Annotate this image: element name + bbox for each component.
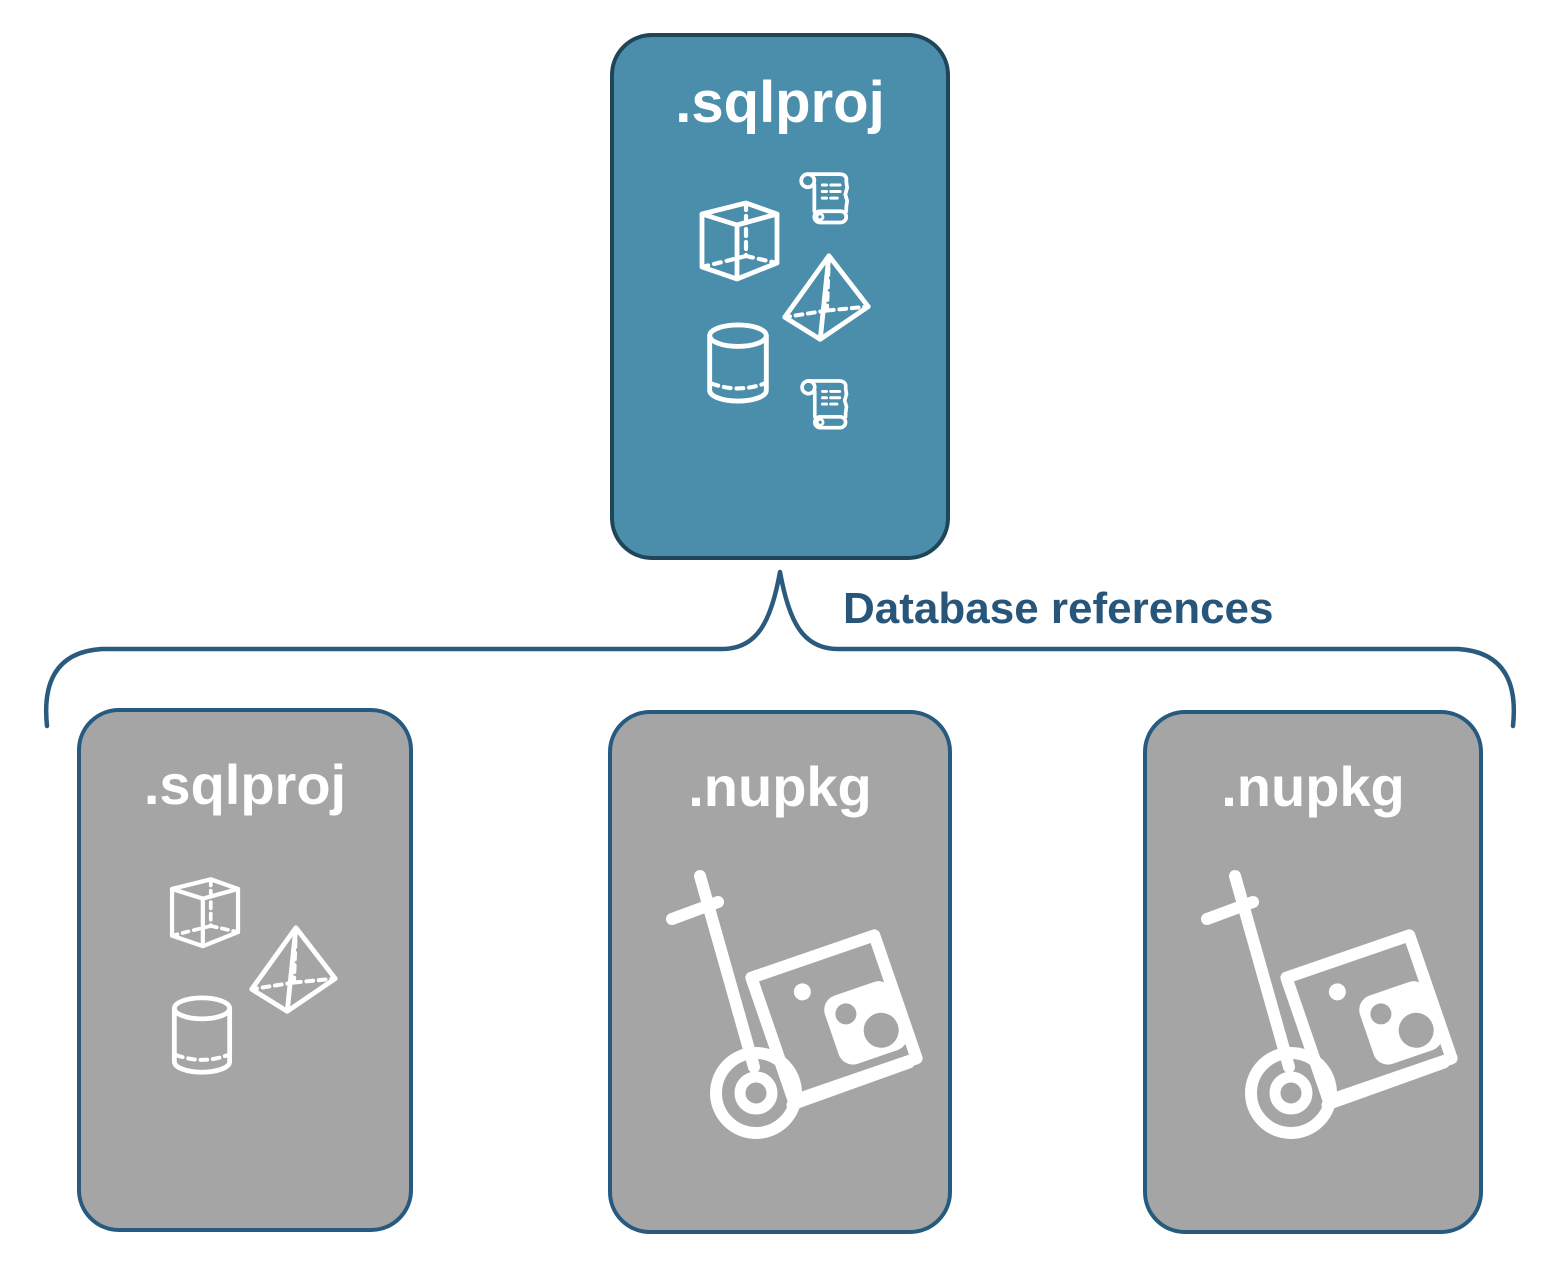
cube-icon	[165, 874, 253, 962]
child-nupkg-card: .nupkg	[1143, 710, 1483, 1234]
sql-script-scroll-icon	[797, 169, 857, 229]
nuget-package-handtruck-icon	[662, 862, 932, 1157]
pyramid-icon	[772, 250, 880, 346]
root-sqlproj-card: .sqlproj	[610, 33, 950, 560]
database-cylinder-icon	[169, 995, 235, 1077]
sql-script-scroll-icon	[798, 376, 856, 434]
child-nupkg-card: .nupkg	[608, 710, 952, 1234]
database-references-brace	[43, 569, 1517, 729]
nuget-package-handtruck-icon	[1197, 862, 1467, 1157]
pyramid-icon	[239, 922, 347, 1018]
cube-icon	[694, 197, 794, 297]
child-card-title: .nupkg	[1221, 755, 1405, 818]
database-cylinder-icon	[704, 322, 772, 406]
connector-label: Database references	[843, 584, 1274, 633]
child-card-title: .nupkg	[688, 755, 872, 818]
child-sqlproj-card: .sqlproj	[77, 708, 413, 1232]
child-card-title: .sqlproj	[143, 753, 347, 816]
root-card-title: .sqlproj	[675, 70, 885, 135]
